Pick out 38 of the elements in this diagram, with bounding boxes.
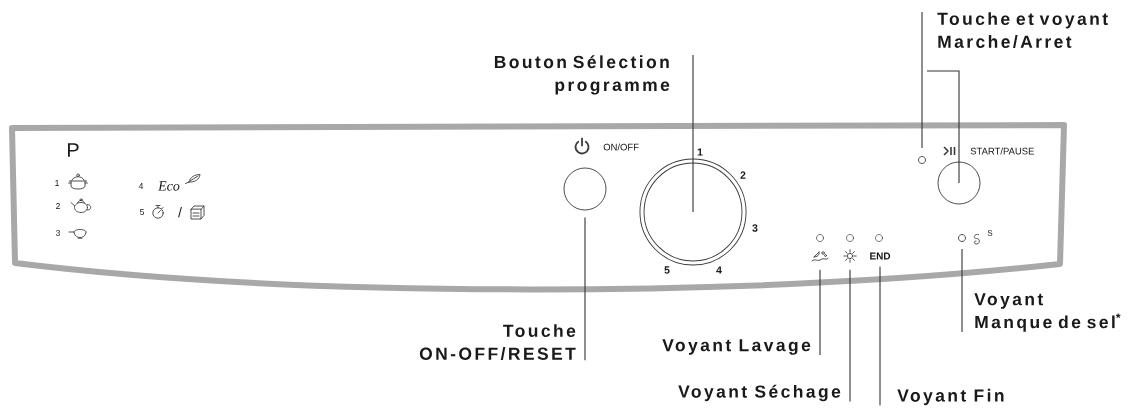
callout-label: Voyant Séchage [678, 384, 841, 402]
leader-line [961, 248, 963, 333]
indicator-label: END [870, 252, 891, 260]
callout-label: Voyant Fin [897, 388, 1004, 406]
power-button [563, 167, 607, 211]
leader-line [692, 54, 694, 213]
button-label: START/PAUSE [970, 147, 1034, 155]
program-number: 3 [56, 230, 60, 236]
indicator-light [958, 234, 966, 242]
program-number: 4 [138, 183, 144, 189]
program-number: 2 [56, 203, 60, 209]
leader-line [849, 269, 851, 402]
program-number: 5 [140, 209, 144, 215]
start-button [937, 161, 981, 205]
indicator-light [918, 156, 926, 164]
callout-label: Bouton Sélection programme [494, 55, 670, 95]
dial-number: 1 [697, 148, 703, 156]
leader-line [879, 266, 881, 406]
program-label: P [68, 143, 79, 157]
callout-label: Touche et voyant Marche/Arret [937, 12, 1108, 49]
callout-label: Touche ON-OFF/RESET [419, 324, 576, 361]
leader-line [819, 269, 821, 356]
dial-number: 3 [752, 224, 758, 232]
callout-label: Voyant Manque de sel$^{*}$ [974, 293, 1121, 332]
wash-icon [811, 251, 829, 262]
dial-number: 4 [716, 266, 722, 274]
dial-number: 5 [664, 266, 670, 274]
leader-line [926, 70, 960, 184]
button-label: ON/OFF [603, 143, 639, 151]
callout-label: Voyant Lavage [662, 339, 811, 355]
separator-slash: / [178, 206, 182, 218]
dial-number: 2 [740, 171, 746, 179]
leader-line [921, 11, 923, 149]
program-name: Eco [158, 181, 180, 191]
sun-icon [843, 249, 857, 263]
leader-line [584, 216, 586, 361]
program-number: 1 [55, 180, 59, 186]
program-dial [639, 158, 747, 266]
